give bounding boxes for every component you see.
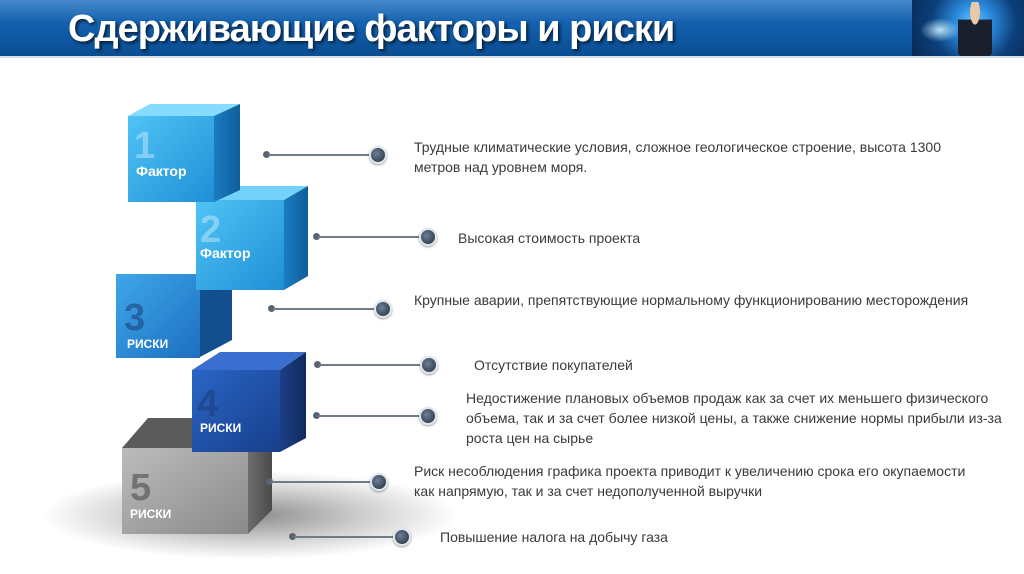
connector-start-dot bbox=[313, 233, 320, 240]
header-photo bbox=[912, 0, 1024, 56]
cube-2-side bbox=[284, 186, 308, 290]
connector-start-dot bbox=[289, 533, 296, 540]
bullet-icon bbox=[393, 528, 411, 546]
connector-start-dot bbox=[266, 478, 273, 485]
page-title: Сдерживающие факторы и риски bbox=[68, 8, 675, 50]
cube-1-front bbox=[128, 116, 214, 202]
bullet-icon bbox=[369, 146, 387, 164]
item-text: Риск несоблюдения графика проекта привод… bbox=[414, 463, 966, 499]
title-divider bbox=[0, 56, 1024, 58]
cube-4-side bbox=[280, 352, 306, 452]
title-bar: Сдерживающие факторы и риски bbox=[0, 0, 1024, 56]
bullet-icon bbox=[419, 228, 437, 246]
cube-1-number: 1 bbox=[134, 125, 155, 167]
bullet-icon bbox=[374, 300, 392, 318]
connector-start-dot bbox=[268, 305, 275, 312]
connector-start-dot bbox=[263, 151, 270, 158]
connector-start-dot bbox=[314, 361, 321, 368]
cube-3-label: РИСКИ bbox=[127, 337, 168, 351]
cube-4-number: 4 bbox=[197, 383, 218, 425]
header-photo-glow bbox=[920, 18, 960, 42]
cube-2-front bbox=[196, 200, 284, 290]
bullet-icon bbox=[419, 407, 437, 425]
item-text: Повышение налога на добычу газа bbox=[440, 529, 668, 545]
connector-line bbox=[273, 308, 377, 310]
cube-1-label: Фактор bbox=[136, 163, 187, 179]
item-text: Недостижение плановых объемов продаж как… bbox=[466, 390, 1002, 446]
cube-3-number: 3 bbox=[124, 297, 145, 339]
cube-5-front bbox=[122, 448, 248, 534]
connector-line bbox=[268, 154, 372, 156]
item-text: Трудные климатические условия, сложное г… bbox=[414, 139, 941, 175]
cube-1: 1 Фактор bbox=[128, 104, 240, 202]
connector-start-dot bbox=[313, 412, 320, 419]
cube-4: 4 РИСКИ bbox=[192, 352, 306, 452]
cube-4-label: РИСКИ bbox=[200, 421, 241, 435]
cube-5-number: 5 bbox=[130, 467, 151, 509]
header-photo-person bbox=[958, 2, 992, 56]
item-text: Крупные аварии, препятствующие нормально… bbox=[414, 292, 969, 308]
cube-1-top bbox=[128, 104, 240, 116]
connector-line bbox=[318, 236, 422, 238]
item-text: Отсутствие покупателей bbox=[474, 357, 633, 373]
cube-4-front bbox=[192, 370, 280, 452]
bullet-icon bbox=[370, 473, 388, 491]
connector-line bbox=[294, 536, 396, 538]
cube-2-label: Фактор bbox=[200, 245, 251, 261]
item-text: Высокая стоимость проекта bbox=[458, 230, 641, 246]
cube-1-side bbox=[214, 104, 240, 202]
cube-3-front bbox=[116, 274, 200, 358]
connector-line bbox=[271, 481, 373, 483]
title-bar-shine bbox=[0, 0, 1024, 22]
connector-line bbox=[319, 364, 423, 366]
cube-2-number: 2 bbox=[200, 209, 221, 251]
bullet-icon bbox=[420, 356, 438, 374]
cube-4-top bbox=[192, 352, 306, 370]
connector-line bbox=[318, 415, 422, 417]
cube-5-label: РИСКИ bbox=[130, 507, 171, 521]
